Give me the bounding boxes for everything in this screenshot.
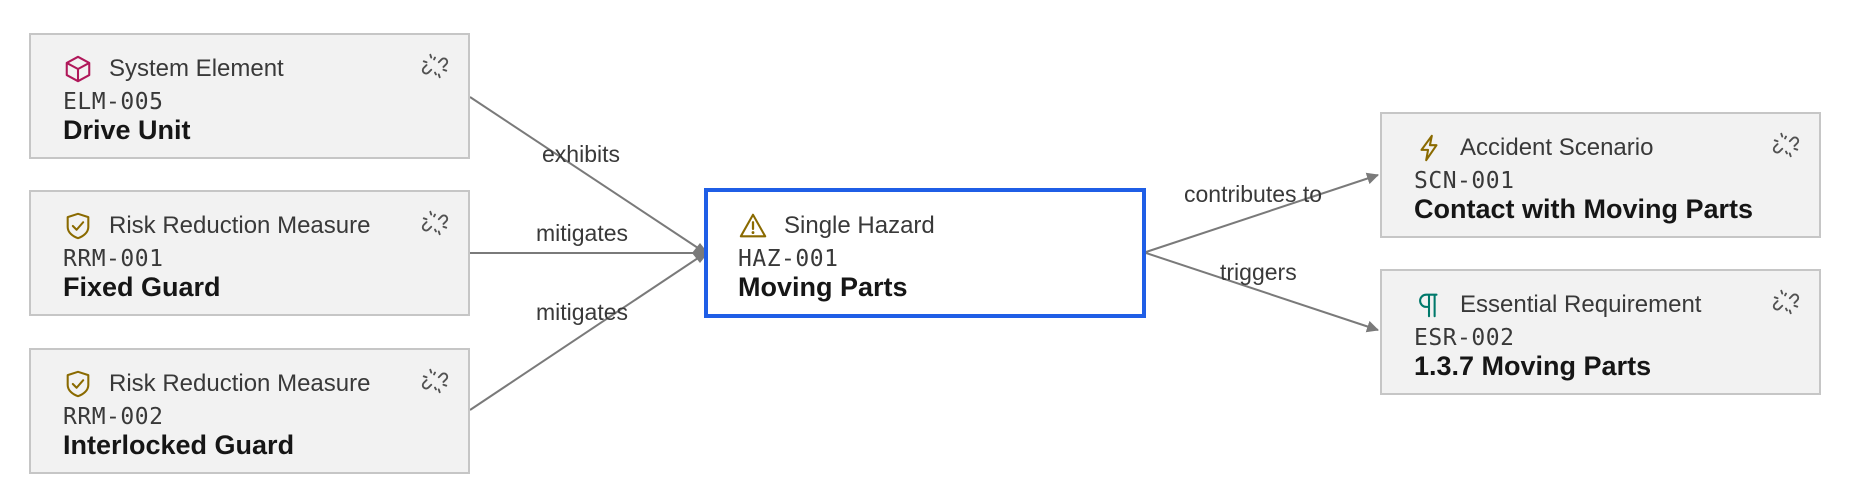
node-type-label: Essential Requirement — [1460, 291, 1702, 318]
edge-label-contributes-to: contributes to — [1184, 181, 1323, 207]
warning-triangle-icon — [738, 211, 768, 241]
pilcrow-icon — [1414, 290, 1444, 320]
node-code: HAZ-001 — [738, 246, 839, 272]
edge-contributes-to — [1145, 172, 1379, 253]
node-code: SCN-001 — [1414, 168, 1515, 194]
node-risk-measure-rrm-001[interactable]: Risk Reduction Measure RRM-001 Fixed Gua… — [29, 190, 470, 316]
node-code: RRM-001 — [63, 246, 164, 272]
node-type-label: Risk Reduction Measure — [109, 370, 371, 397]
node-name: Interlocked Guard — [63, 430, 295, 460]
node-name: Moving Parts — [738, 272, 908, 302]
node-essential-requirement-esr-002[interactable]: Essential Requirement ESR-002 1.3.7 Movi… — [1380, 269, 1821, 395]
unlink-icon[interactable] — [1771, 130, 1801, 160]
edge-label-triggers: triggers — [1220, 259, 1297, 285]
node-single-hazard-haz-001[interactable]: Single Hazard HAZ-001 Moving Parts — [704, 188, 1146, 318]
edge-triggers — [1145, 252, 1379, 333]
node-code: RRM-002 — [63, 404, 164, 430]
node-type-label: Single Hazard — [784, 212, 935, 239]
node-type-label: System Element — [109, 55, 284, 82]
edge-label-mitigates-1: mitigates — [536, 220, 629, 246]
node-risk-measure-rrm-002[interactable]: Risk Reduction Measure RRM-002 Interlock… — [29, 348, 470, 474]
edge-exhibits — [469, 96, 705, 253]
node-type-label: Accident Scenario — [1460, 134, 1654, 161]
shield-check-icon — [63, 369, 93, 399]
edge-label-mitigates-2: mitigates — [536, 299, 629, 325]
node-code: ELM-005 — [63, 89, 164, 115]
unlink-icon[interactable] — [420, 208, 450, 238]
unlink-icon[interactable] — [1771, 287, 1801, 317]
unlink-icon[interactable] — [420, 51, 450, 81]
node-system-element-elm-005[interactable]: System Element ELM-005 Drive Unit — [29, 33, 470, 159]
node-type-label: Risk Reduction Measure — [109, 212, 371, 239]
unlink-icon[interactable] — [420, 366, 450, 396]
node-name: 1.3.7 Moving Parts — [1414, 351, 1652, 381]
cube-icon — [63, 54, 93, 84]
node-name: Contact with Moving Parts — [1414, 194, 1754, 224]
node-accident-scenario-scn-001[interactable]: Accident Scenario SCN-001 Contact with M… — [1380, 112, 1821, 238]
node-code: ESR-002 — [1414, 325, 1515, 351]
node-name: Fixed Guard — [63, 272, 221, 302]
node-name: Drive Unit — [63, 115, 191, 145]
edge-label-exhibits: exhibits — [542, 141, 620, 167]
lightning-icon — [1414, 133, 1444, 163]
edge-mitigates-2 — [469, 253, 705, 411]
shield-check-icon — [63, 211, 93, 241]
